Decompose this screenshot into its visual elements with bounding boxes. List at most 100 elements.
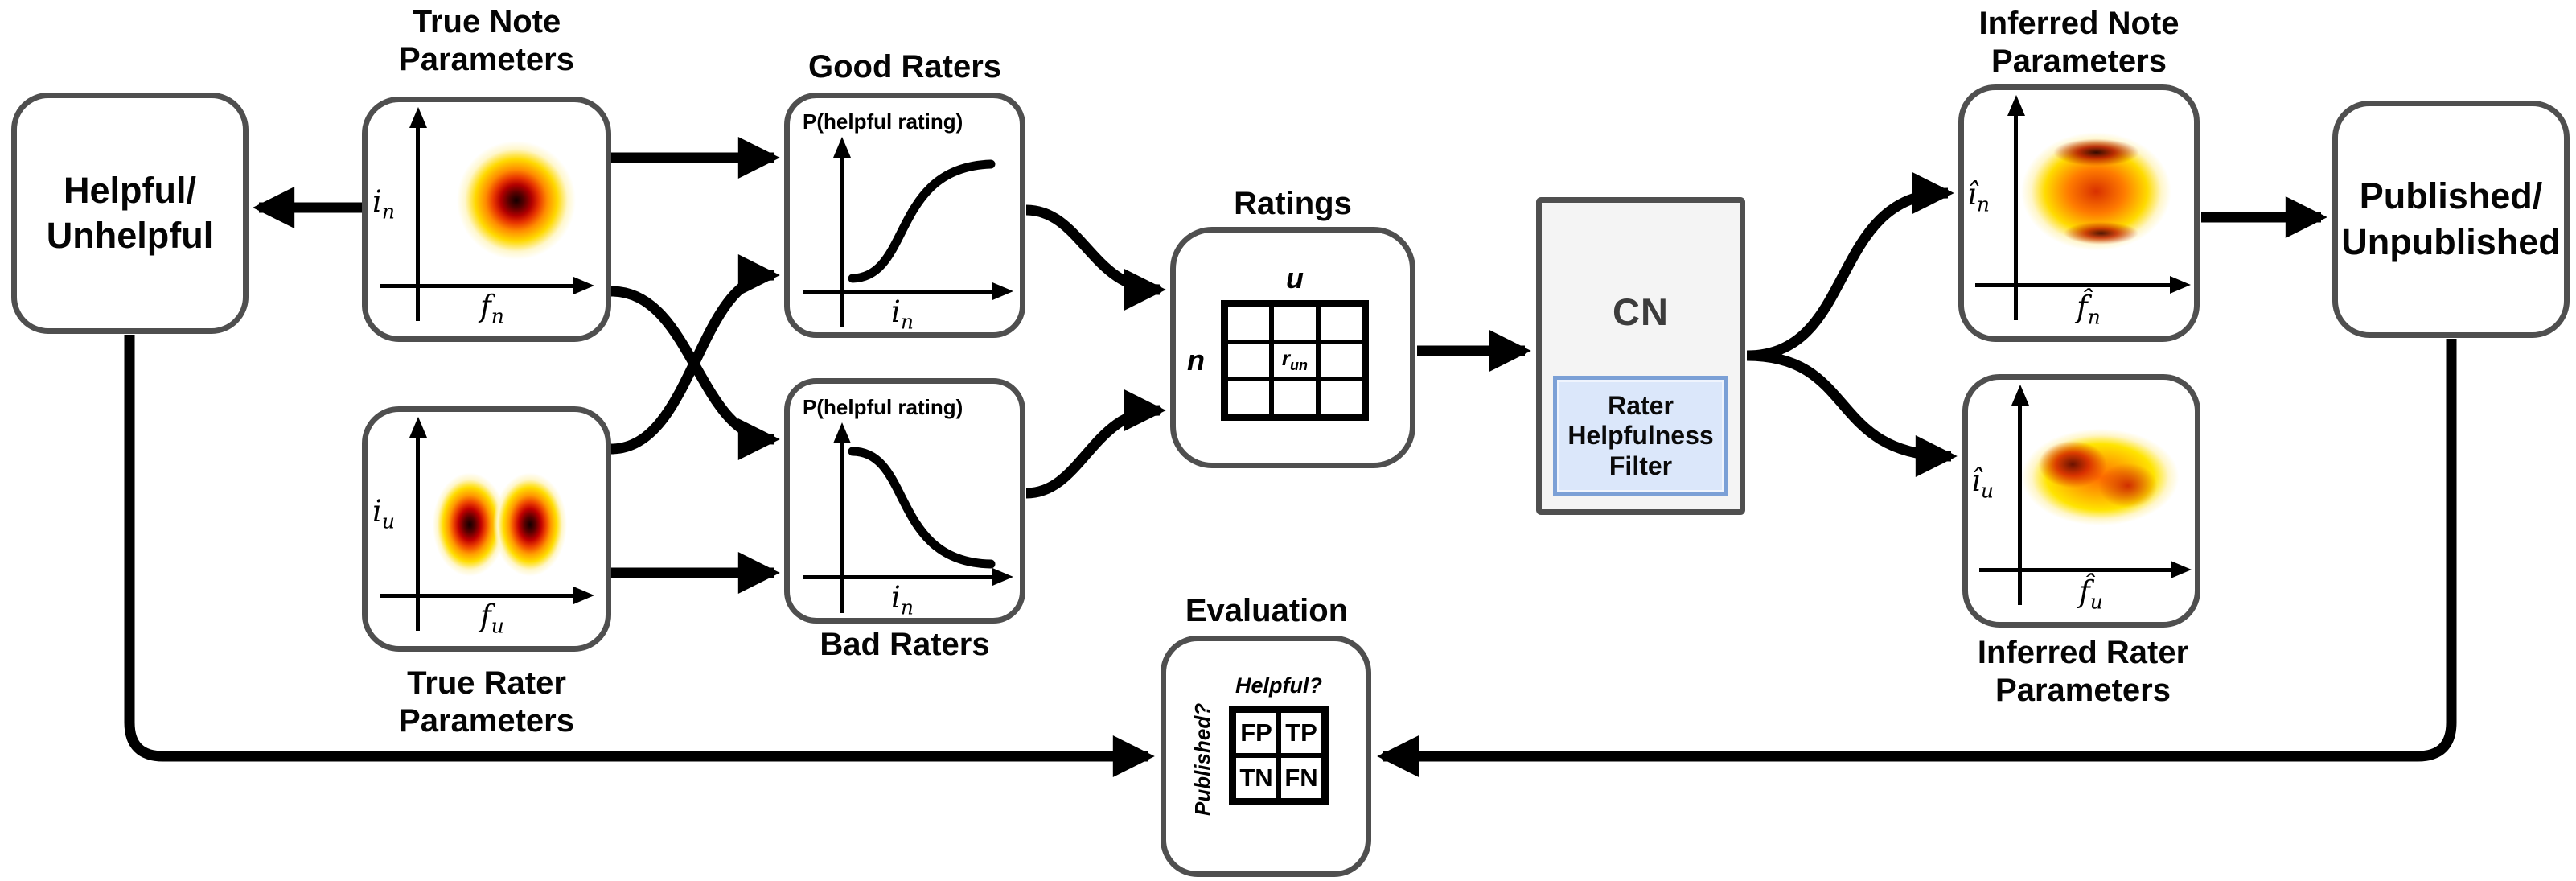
y-axis	[416, 431, 420, 631]
inferred-rater-heatmap	[2014, 424, 2187, 530]
filter-label-line1: Rater	[1608, 391, 1674, 421]
y-axis	[840, 154, 844, 327]
x-label-base: f̂	[2077, 290, 2088, 324]
evaluation-title: Evaluation	[1138, 592, 1395, 630]
inferred-rater-x-label: f̂u	[2079, 574, 2103, 613]
sigmoid-curve	[848, 159, 996, 283]
filter-label-line3: Filter	[1608, 451, 1673, 480]
ratings-cell	[1226, 342, 1272, 379]
filter-label-line2: Helpfulness	[1567, 421, 1714, 451]
ratings-title-text: Ratings	[1234, 186, 1352, 221]
x-label-sub: n	[2087, 305, 2101, 329]
helpful-unhelpful-node: Helpful/ Unhelpful	[11, 93, 249, 334]
inferred-note-title-line1: Inferred Note	[1978, 6, 2180, 41]
evaluation-title-text: Evaluation	[1185, 593, 1349, 628]
y-label-sub: u	[1980, 479, 1994, 503]
y-label-sub: n	[1976, 192, 1990, 216]
true-note-y-label: in	[372, 184, 395, 223]
bad-raters-label: Bad Raters	[764, 626, 1046, 664]
arrow-good-raters-to-ratings	[1025, 204, 1166, 311]
x-label-sub: n	[900, 595, 914, 620]
inferred-note-y-label: în	[1967, 177, 1990, 216]
y-axis-arrow-icon	[409, 417, 427, 438]
x-label-sub: u	[491, 614, 504, 638]
true-rater-y-label: iu	[372, 494, 395, 533]
true-note-title-line1: True Note	[412, 4, 561, 39]
x-label-base: f̂	[2079, 574, 2090, 609]
inferred-rater-label-line1: Inferred Rater	[1977, 635, 2189, 670]
published-unpublished-node: Published/ Unpublished	[2332, 101, 2570, 338]
inferred-note-node: în f̂n	[1958, 84, 2200, 342]
bad-raters-x-label: in	[891, 580, 914, 619]
ratings-cell	[1317, 305, 1364, 342]
y-axis	[416, 121, 420, 321]
x-label-base: i	[891, 580, 901, 615]
x-label-sub: u	[2089, 590, 2103, 614]
helpful-unhelpful-label: Helpful/ Unhelpful	[17, 98, 243, 328]
confusion-cell-fp: FP	[1234, 710, 1279, 755]
y-axis-arrow-icon	[833, 137, 851, 158]
ratings-row-label: n	[1187, 344, 1205, 377]
confusion-cell-fn: FN	[1279, 755, 1324, 801]
y-axis	[2018, 399, 2022, 605]
x-label-sub: n	[900, 310, 914, 334]
true-note-title-line2: Parameters	[399, 42, 574, 78]
inferred-note-x-label: f̂n	[2077, 290, 2101, 328]
true-note-node: in fn	[362, 97, 611, 342]
inferred-rater-label-line2: Parameters	[1995, 673, 2171, 709]
arrow-cn-to-inferred-rater	[1746, 350, 1958, 477]
published-unpublished-label: Published/ Unpublished	[2338, 106, 2564, 332]
arrow-bad-raters-to-ratings	[1025, 389, 1166, 499]
y-label-base: i	[372, 494, 382, 529]
x-label-base: f	[480, 289, 491, 323]
x-axis	[380, 594, 578, 598]
inferred-rater-label: Inferred Rater Parameters	[1930, 634, 2236, 710]
arrow-true-note-to-bad-raters	[610, 286, 780, 460]
true-rater-label: True Rater Parameters	[346, 665, 627, 740]
x-axis	[1975, 283, 2175, 287]
x-axis-arrow-icon	[573, 277, 594, 294]
inferred-rater-node: îu f̂u	[1962, 374, 2200, 628]
helpful-label-line2: Unhelpful	[46, 215, 214, 256]
ratings-title: Ratings	[1150, 185, 1436, 223]
confusion-cell-tp: TP	[1279, 710, 1324, 755]
arrow-true-rater-to-good-raters	[610, 254, 780, 455]
ratings-cell-run: run	[1272, 342, 1318, 379]
published-label-line2: Unpublished	[2341, 220, 2561, 262]
good-raters-node: P(helpful rating) in	[784, 93, 1025, 338]
y-label-sub: u	[381, 509, 395, 533]
confusion-matrix: FP TP TN FN	[1229, 706, 1329, 805]
true-note-heatmap	[448, 132, 585, 269]
evaluation-row-question: Published?	[1190, 702, 1214, 817]
true-rater-label-line2: Parameters	[399, 703, 574, 739]
true-note-x-label: fn	[480, 289, 504, 327]
cell-label-base: r	[1281, 346, 1291, 371]
y-axis-arrow-icon	[409, 107, 427, 128]
x-axis	[803, 290, 997, 294]
ratings-cell	[1226, 379, 1272, 416]
ratings-cell	[1317, 379, 1364, 416]
y-label-base: î	[1971, 463, 1981, 498]
cell-label-sub: un	[1290, 357, 1309, 374]
true-rater-heatmap-blob-right	[490, 468, 570, 581]
ratings-col-label: u	[1286, 261, 1304, 294]
bad-raters-node: P(helpful rating) in	[784, 378, 1025, 624]
arrow-cn-to-inferred-note	[1746, 172, 1954, 361]
inferred-note-title: Inferred Note Parameters	[1938, 5, 2220, 80]
cn-label: CN	[1613, 290, 1669, 333]
evaluation-node: Helpful? Published? FP TP TN FN	[1161, 636, 1371, 877]
y-axis-arrow-icon	[2007, 95, 2025, 116]
confusion-cell-tn: TN	[1234, 755, 1279, 801]
helpful-label-line1: Helpful/	[64, 169, 196, 211]
inferred-note-title-line2: Parameters	[1991, 43, 2167, 80]
rater-helpfulness-filter: Rater Helpfulness Filter	[1553, 376, 1728, 496]
good-raters-title-text: Good Raters	[807, 49, 1002, 84]
published-label-line1: Published/	[2359, 175, 2543, 217]
y-label-base: i	[372, 184, 382, 219]
ratings-cell	[1226, 305, 1272, 342]
true-rater-x-label: fu	[480, 599, 504, 637]
ratings-cell	[1272, 379, 1318, 416]
inferred-note-heatmap	[2014, 126, 2179, 257]
x-axis-arrow-icon	[992, 282, 1013, 300]
